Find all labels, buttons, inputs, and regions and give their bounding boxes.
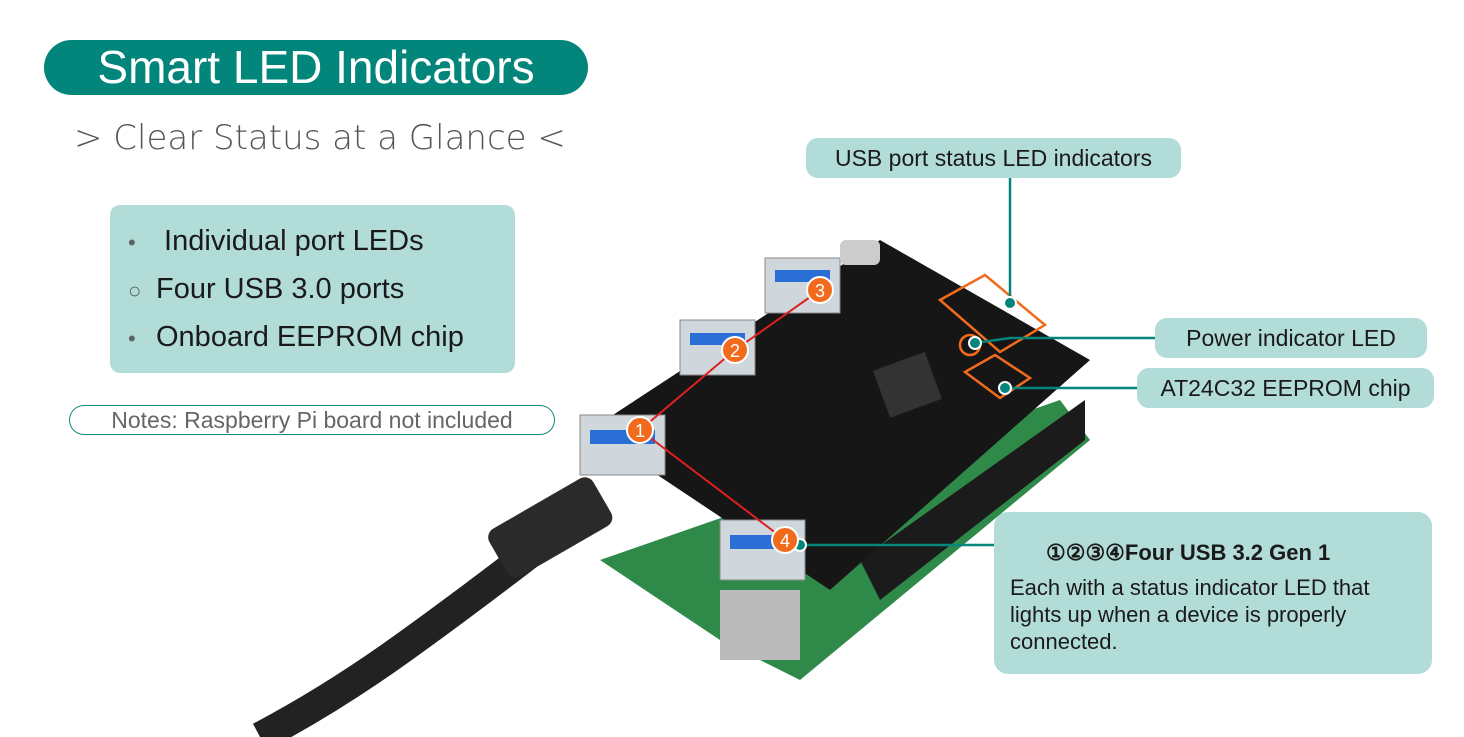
usb-plug [488,477,613,578]
notes-badge: Notes: Raspberry Pi board not included [69,405,555,435]
feature-text: Four USB 3.0 ports [156,273,405,305]
hub-chip [873,351,942,418]
bullet-icon: • [128,326,136,351]
bullet-icon: • [128,230,136,255]
feature-list: • Individual port LEDs ○ Four USB 3.0 por… [110,205,515,373]
marker-1: 1 [635,421,645,441]
eeprom-highlight [962,353,1033,400]
feature-text: Individual port LEDs [156,225,424,257]
callout-usb-ports-title: ①②③④Four USB 3.2 Gen 1 [1046,540,1331,565]
led-highlight [937,273,1048,354]
callout-lines [800,178,1155,547]
port-markers: 1 2 3 4 [626,276,834,554]
callout-usb-ports-desc: Each with a status indicator LED that li… [1010,575,1370,654]
feature-text: Onboard EEPROM chip [156,321,464,353]
callout-usb-leds: USB port status LED indicators [806,138,1181,178]
bullet-icon: ○ [128,278,142,303]
feature-item: • Individual port LEDs [128,225,424,258]
callout-power-led: Power indicator LED [1155,318,1427,358]
feature-item: • Onboard EEPROM chip [128,321,464,354]
marker-4: 4 [780,531,790,551]
subtitle: > Clear Status at a Glance < [74,118,566,158]
ethernet-port [720,590,800,660]
gpio-header [860,400,1085,600]
feature-item: ○ Four USB 3.0 ports [128,273,404,306]
page-title: Smart LED Indicators [44,40,588,95]
callout-usb-ports: ①②③④Four USB 3.2 Gen 1 Each with a statu… [994,512,1432,674]
marker-2: 2 [730,341,740,361]
callout-eeprom: AT24C32 EEPROM chip [1137,368,1434,408]
usb-hub-hat [590,240,1090,590]
usb-c-port [840,240,880,265]
marker-3: 3 [815,281,825,301]
